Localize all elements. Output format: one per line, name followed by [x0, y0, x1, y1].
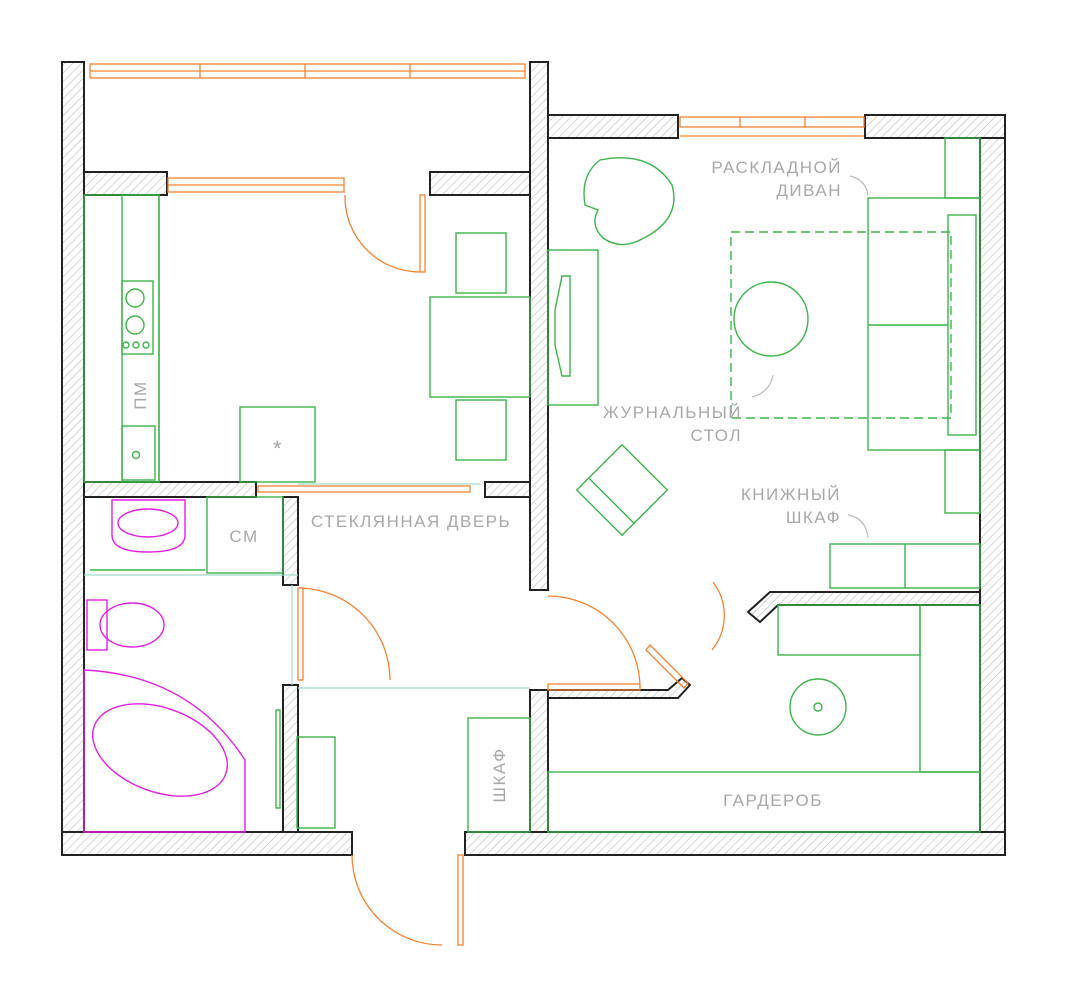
- walls: [61, 61, 1006, 856]
- label-bookcase-line1: КНИЖНЫЙ: [741, 485, 841, 504]
- label-closet: ШКАФ: [490, 747, 509, 802]
- label-wardrobe: ГАРДЕРОБ: [723, 791, 823, 810]
- label-coffee-table-line2: СТОЛ: [690, 426, 742, 445]
- label-glass-door: СТЕКЛЯННАЯ ДВЕРЬ: [311, 512, 511, 531]
- leader-lines: [751, 175, 869, 539]
- room-labels: РАСКЛАДНОЙ ДИВАН ЖУРНАЛЬНЫЙ СТОЛ КНИЖНЫЙ…: [131, 158, 842, 810]
- label-sofa-line1: РАСКЛАДНОЙ: [711, 158, 842, 177]
- label-sofa-line2: ДИВАН: [776, 181, 842, 200]
- living-furniture: [547, 137, 981, 833]
- label-fridge-mark: *: [273, 436, 283, 461]
- doors: [84, 194, 725, 946]
- label-coffee-table-line1: ЖУРНАЛЬНЫЙ: [603, 403, 742, 422]
- windows: [89, 63, 865, 193]
- label-washing-machine: СМ: [229, 527, 258, 546]
- bathroom-fixtures: [83, 496, 531, 833]
- kitchen-furniture: [83, 194, 531, 483]
- label-bookcase-line2: ШКАФ: [786, 508, 841, 527]
- label-dishwasher: ПМ: [131, 380, 150, 409]
